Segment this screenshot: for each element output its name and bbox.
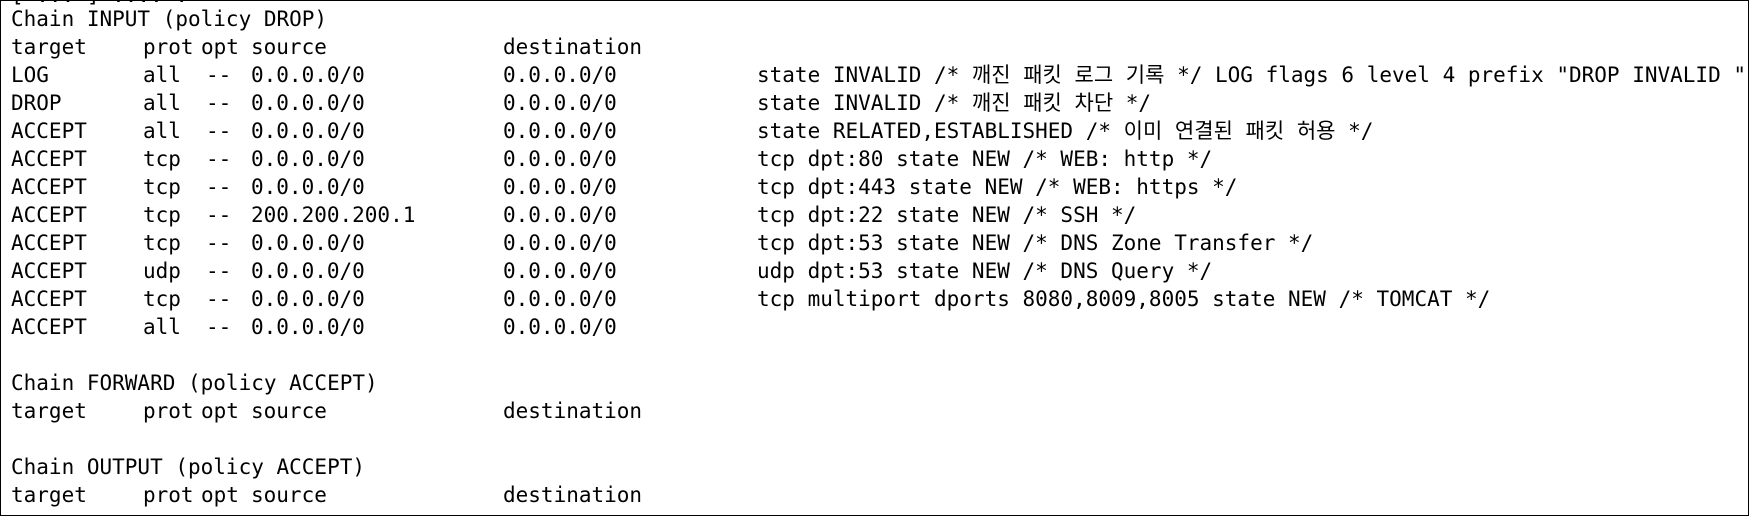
rule-source: 0.0.0.0/0 bbox=[251, 119, 365, 143]
chain-input-header: Chain INPUT (policy DROP) bbox=[11, 7, 328, 31]
rule-opt: -- bbox=[206, 315, 232, 339]
rule-destination: 0.0.0.0/0 bbox=[503, 231, 617, 255]
rule-extra: tcp dpt:443 state NEW /* WEB: https */ bbox=[757, 175, 1238, 199]
rule-target: LOG bbox=[11, 63, 49, 87]
rule-target: DROP bbox=[11, 91, 62, 115]
rule-target: ACCEPT bbox=[11, 203, 87, 227]
rule-prot: all bbox=[143, 91, 181, 115]
column-target-header: target bbox=[11, 35, 87, 59]
rule-destination: 0.0.0.0/0 bbox=[503, 147, 617, 171]
rule-extra: tcp multiport dports 8080,8009,8005 stat… bbox=[757, 287, 1491, 311]
column-destination-header: destination bbox=[503, 399, 643, 423]
rule-row: ACCEPT tcp -- 0.0.0.0/0 0.0.0.0/0 tcp mu… bbox=[11, 285, 1490, 313]
rule-row: LOG all -- 0.0.0.0/0 0.0.0.0/0 state INV… bbox=[11, 61, 1746, 89]
column-source-header: source bbox=[251, 399, 327, 423]
rule-source: 0.0.0.0/0 bbox=[251, 259, 365, 283]
rule-destination: 0.0.0.0/0 bbox=[503, 203, 617, 227]
rule-row: ACCEPT tcp -- 0.0.0.0/0 0.0.0.0/0 tcp dp… bbox=[11, 173, 1237, 201]
rule-opt: -- bbox=[206, 231, 232, 255]
chain-output-header: Chain OUTPUT (policy ACCEPT) bbox=[11, 455, 366, 479]
column-prot-header: prot bbox=[143, 399, 194, 423]
rule-opt: -- bbox=[206, 175, 232, 199]
rule-prot: udp bbox=[143, 259, 181, 283]
rule-opt: -- bbox=[206, 119, 232, 143]
rule-prot: all bbox=[143, 63, 181, 87]
rule-source: 0.0.0.0/0 bbox=[251, 63, 365, 87]
rule-source: 0.0.0.0/0 bbox=[251, 91, 365, 115]
rule-extra: state INVALID /* 깨진 패킷 차단 */ bbox=[757, 91, 1152, 115]
chain-input-column-headers: target prot opt source destination bbox=[11, 33, 642, 61]
rule-target: ACCEPT bbox=[11, 147, 87, 171]
rule-opt: -- bbox=[206, 147, 232, 171]
rule-target: ACCEPT bbox=[11, 287, 87, 311]
rule-extra: tcp dpt:80 state NEW /* WEB: http */ bbox=[757, 147, 1213, 171]
column-destination-header: destination bbox=[503, 483, 643, 507]
rule-target: ACCEPT bbox=[11, 315, 87, 339]
column-opt-header: opt bbox=[201, 35, 239, 59]
column-target-header: target bbox=[11, 483, 87, 507]
rule-opt: -- bbox=[206, 91, 232, 115]
column-destination-header: destination bbox=[503, 35, 643, 59]
chain-output-column-headers: target prot opt source destination bbox=[11, 481, 642, 509]
rule-destination: 0.0.0.0/0 bbox=[503, 63, 617, 87]
rule-target: ACCEPT bbox=[11, 175, 87, 199]
rule-row: ACCEPT tcp -- 200.200.200.1 0.0.0.0/0 tc… bbox=[11, 201, 1136, 229]
column-prot-header: prot bbox=[143, 483, 194, 507]
rule-destination: 0.0.0.0/0 bbox=[503, 91, 617, 115]
rule-destination: 0.0.0.0/0 bbox=[503, 119, 617, 143]
rule-opt: -- bbox=[206, 287, 232, 311]
rule-target: ACCEPT bbox=[11, 119, 87, 143]
rule-prot: tcp bbox=[143, 147, 181, 171]
rule-prot: tcp bbox=[143, 287, 181, 311]
rule-row: ACCEPT all -- 0.0.0.0/0 0.0.0.0/0 state … bbox=[11, 117, 1373, 145]
rule-prot: all bbox=[143, 119, 181, 143]
rule-extra: state INVALID /* 깨진 패킷 로그 기록 */ LOG flag… bbox=[757, 63, 1747, 87]
rule-extra: state RELATED,ESTABLISHED /* 이미 연결된 패킷 허… bbox=[757, 119, 1374, 143]
rule-destination: 0.0.0.0/0 bbox=[503, 287, 617, 311]
rule-target: ACCEPT bbox=[11, 259, 87, 283]
rule-row: ACCEPT udp -- 0.0.0.0/0 0.0.0.0/0 udp dp… bbox=[11, 257, 1212, 285]
rule-row: ACCEPT tcp -- 0.0.0.0/0 0.0.0.0/0 tcp dp… bbox=[11, 229, 1313, 257]
rule-extra: udp dpt:53 state NEW /* DNS Query */ bbox=[757, 259, 1213, 283]
column-opt-header: opt bbox=[201, 399, 239, 423]
rule-row: ACCEPT tcp -- 0.0.0.0/0 0.0.0.0/0 tcp dp… bbox=[11, 145, 1212, 173]
rule-prot: tcp bbox=[143, 231, 181, 255]
chain-forward-header: Chain FORWARD (policy ACCEPT) bbox=[11, 371, 378, 395]
rule-prot: all bbox=[143, 315, 181, 339]
column-source-header: source bbox=[251, 483, 327, 507]
rule-opt: -- bbox=[206, 203, 232, 227]
rule-opt: -- bbox=[206, 63, 232, 87]
rule-row: ACCEPT all -- 0.0.0.0/0 0.0.0.0/0 bbox=[11, 313, 617, 341]
rule-source: 0.0.0.0/0 bbox=[251, 147, 365, 171]
rule-source: 0.0.0.0/0 bbox=[251, 231, 365, 255]
rule-prot: tcp bbox=[143, 175, 181, 199]
rule-destination: 0.0.0.0/0 bbox=[503, 315, 617, 339]
rule-source: 0.0.0.0/0 bbox=[251, 287, 365, 311]
column-prot-header: prot bbox=[143, 35, 194, 59]
rule-destination: 0.0.0.0/0 bbox=[503, 259, 617, 283]
rule-prot: tcp bbox=[143, 203, 181, 227]
rule-row: DROP all -- 0.0.0.0/0 0.0.0.0/0 state IN… bbox=[11, 89, 1151, 117]
rule-source: 0.0.0.0/0 bbox=[251, 315, 365, 339]
column-opt-header: opt bbox=[201, 483, 239, 507]
rule-extra: tcp dpt:22 state NEW /* SSH */ bbox=[757, 203, 1137, 227]
rule-extra: tcp dpt:53 state NEW /* DNS Zone Transfe… bbox=[757, 231, 1314, 255]
column-target-header: target bbox=[11, 399, 87, 423]
rule-source: 0.0.0.0/0 bbox=[251, 175, 365, 199]
rule-opt: -- bbox=[206, 259, 232, 283]
column-source-header: source bbox=[251, 35, 327, 59]
rule-destination: 0.0.0.0/0 bbox=[503, 175, 617, 199]
chain-forward-column-headers: target prot opt source destination bbox=[11, 397, 642, 425]
rule-source: 200.200.200.1 bbox=[251, 203, 416, 227]
previous-output-fragment: [ ... ] .... . bbox=[11, 1, 188, 9]
rule-target: ACCEPT bbox=[11, 231, 87, 255]
